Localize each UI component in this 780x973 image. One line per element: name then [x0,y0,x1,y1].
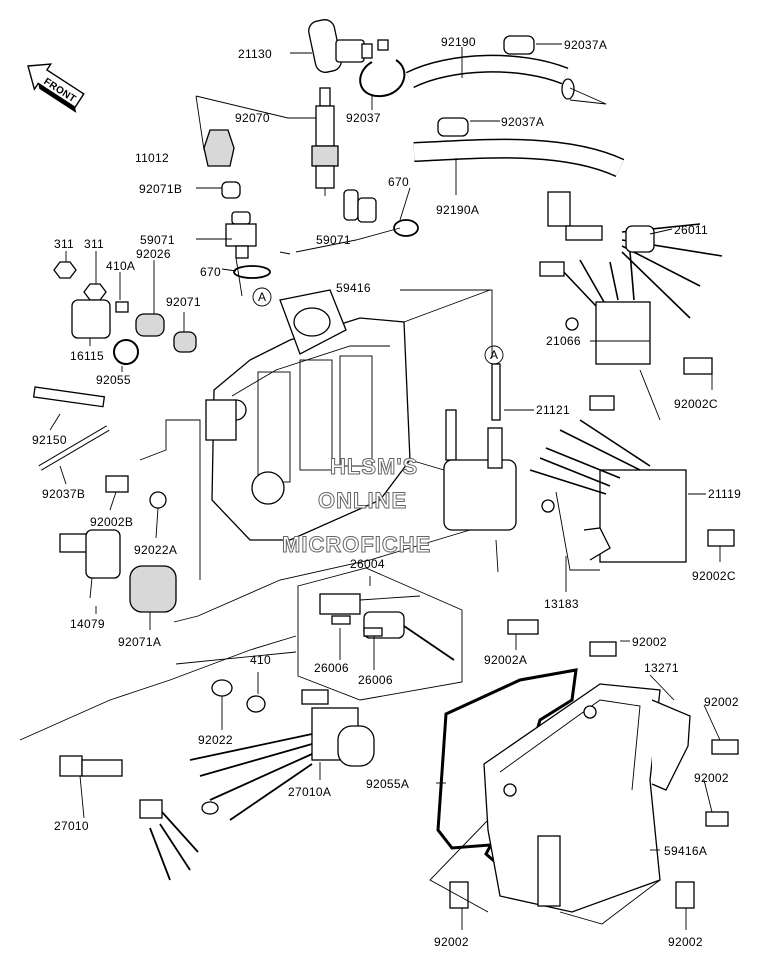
label-59071-left: 59071 [140,233,175,247]
fitting-59071-right-drawing [343,189,377,223]
label-92071B: 92071B [139,182,182,196]
label-670-top: 670 [388,175,409,189]
ref-a-left-circle [252,287,272,307]
label-92002-top: 92002 [632,635,667,649]
label-59416: 59416 [336,281,371,295]
label-14079: 14079 [70,617,105,631]
label-13183: 13183 [544,597,579,611]
label-92190A: 92190A [436,203,479,217]
cylinder-block-drawing [205,289,411,541]
label-92002C-top: 92002C [674,397,718,411]
part-labels: 21130 92190 92037A 92070 92037 92037A 11… [32,35,741,949]
label-92026: 92026 [136,247,171,261]
label-92190: 92190 [441,35,476,49]
label-92037A-top: 92037A [564,38,607,52]
label-27010A: 27010A [288,785,331,799]
label-21130: 21130 [238,47,272,61]
front-arrow-icon: FRONT [27,63,85,113]
label-92037: 92037 [346,111,381,125]
label-92022: 92022 [198,733,233,747]
cover-59416A-drawing [483,683,661,913]
plug-cap-drawing [308,19,389,73]
label-92055: 92055 [96,373,131,387]
label-92002-right2: 92002 [694,771,729,785]
pickup-21066-drawing [539,251,651,365]
spark-plug-drawing [311,87,339,196]
label-92071: 92071 [166,295,201,309]
label-311-b: 311 [84,237,104,251]
label-13271: 13271 [644,661,679,675]
label-410A: 410A [106,259,135,273]
label-26006-b: 26006 [358,673,393,687]
label-59071-right: 59071 [316,233,351,247]
label-59416A: 59416A [664,844,707,858]
label-92037B: 92037B [42,487,85,501]
label-26011: 26011 [674,223,708,237]
watermark: HLSM'S ONLINE MICROFICHE [282,454,431,558]
label-92022A: 92022A [134,543,177,557]
label-ref-a-right: A [490,348,498,362]
label-92002-bot-right: 92002 [668,935,703,949]
watermark-line-3: MICROFICHE [282,532,431,557]
label-92002-right1: 92002 [704,695,739,709]
label-16115: 16115 [70,349,104,363]
label-92150: 92150 [32,433,67,447]
label-311-a: 311 [54,237,74,251]
label-26004: 26004 [350,557,385,571]
label-670-mid: 670 [200,265,221,279]
label-410: 410 [250,653,271,667]
label-21066: 21066 [546,334,581,348]
label-92055A: 92055A [366,777,409,791]
fitting-59071-left-drawing [225,211,257,259]
label-92002-bot-left: 92002 [434,935,469,949]
label-92002B: 92002B [90,515,133,529]
leader-lines [19,43,721,930]
label-92070: 92070 [235,111,270,125]
label-21121: 21121 [536,403,570,417]
watermark-line-2: ONLINE [318,488,407,513]
label-11012: 11012 [135,151,169,165]
label-92002A: 92002A [484,653,527,667]
label-ref-a-left: A [258,290,266,304]
label-26006-a: 26006 [314,661,349,675]
watermark-line-1: HLSM'S [330,454,418,479]
ref-a-right-circle [484,345,504,365]
igniter-21119-drawing [529,395,687,571]
label-92002C-bot: 92002C [692,569,736,583]
label-27010: 27010 [54,819,89,833]
label-92071A: 92071A [118,635,161,649]
label-21119: 21119 [708,487,741,501]
label-92037A-mid: 92037A [501,115,544,129]
